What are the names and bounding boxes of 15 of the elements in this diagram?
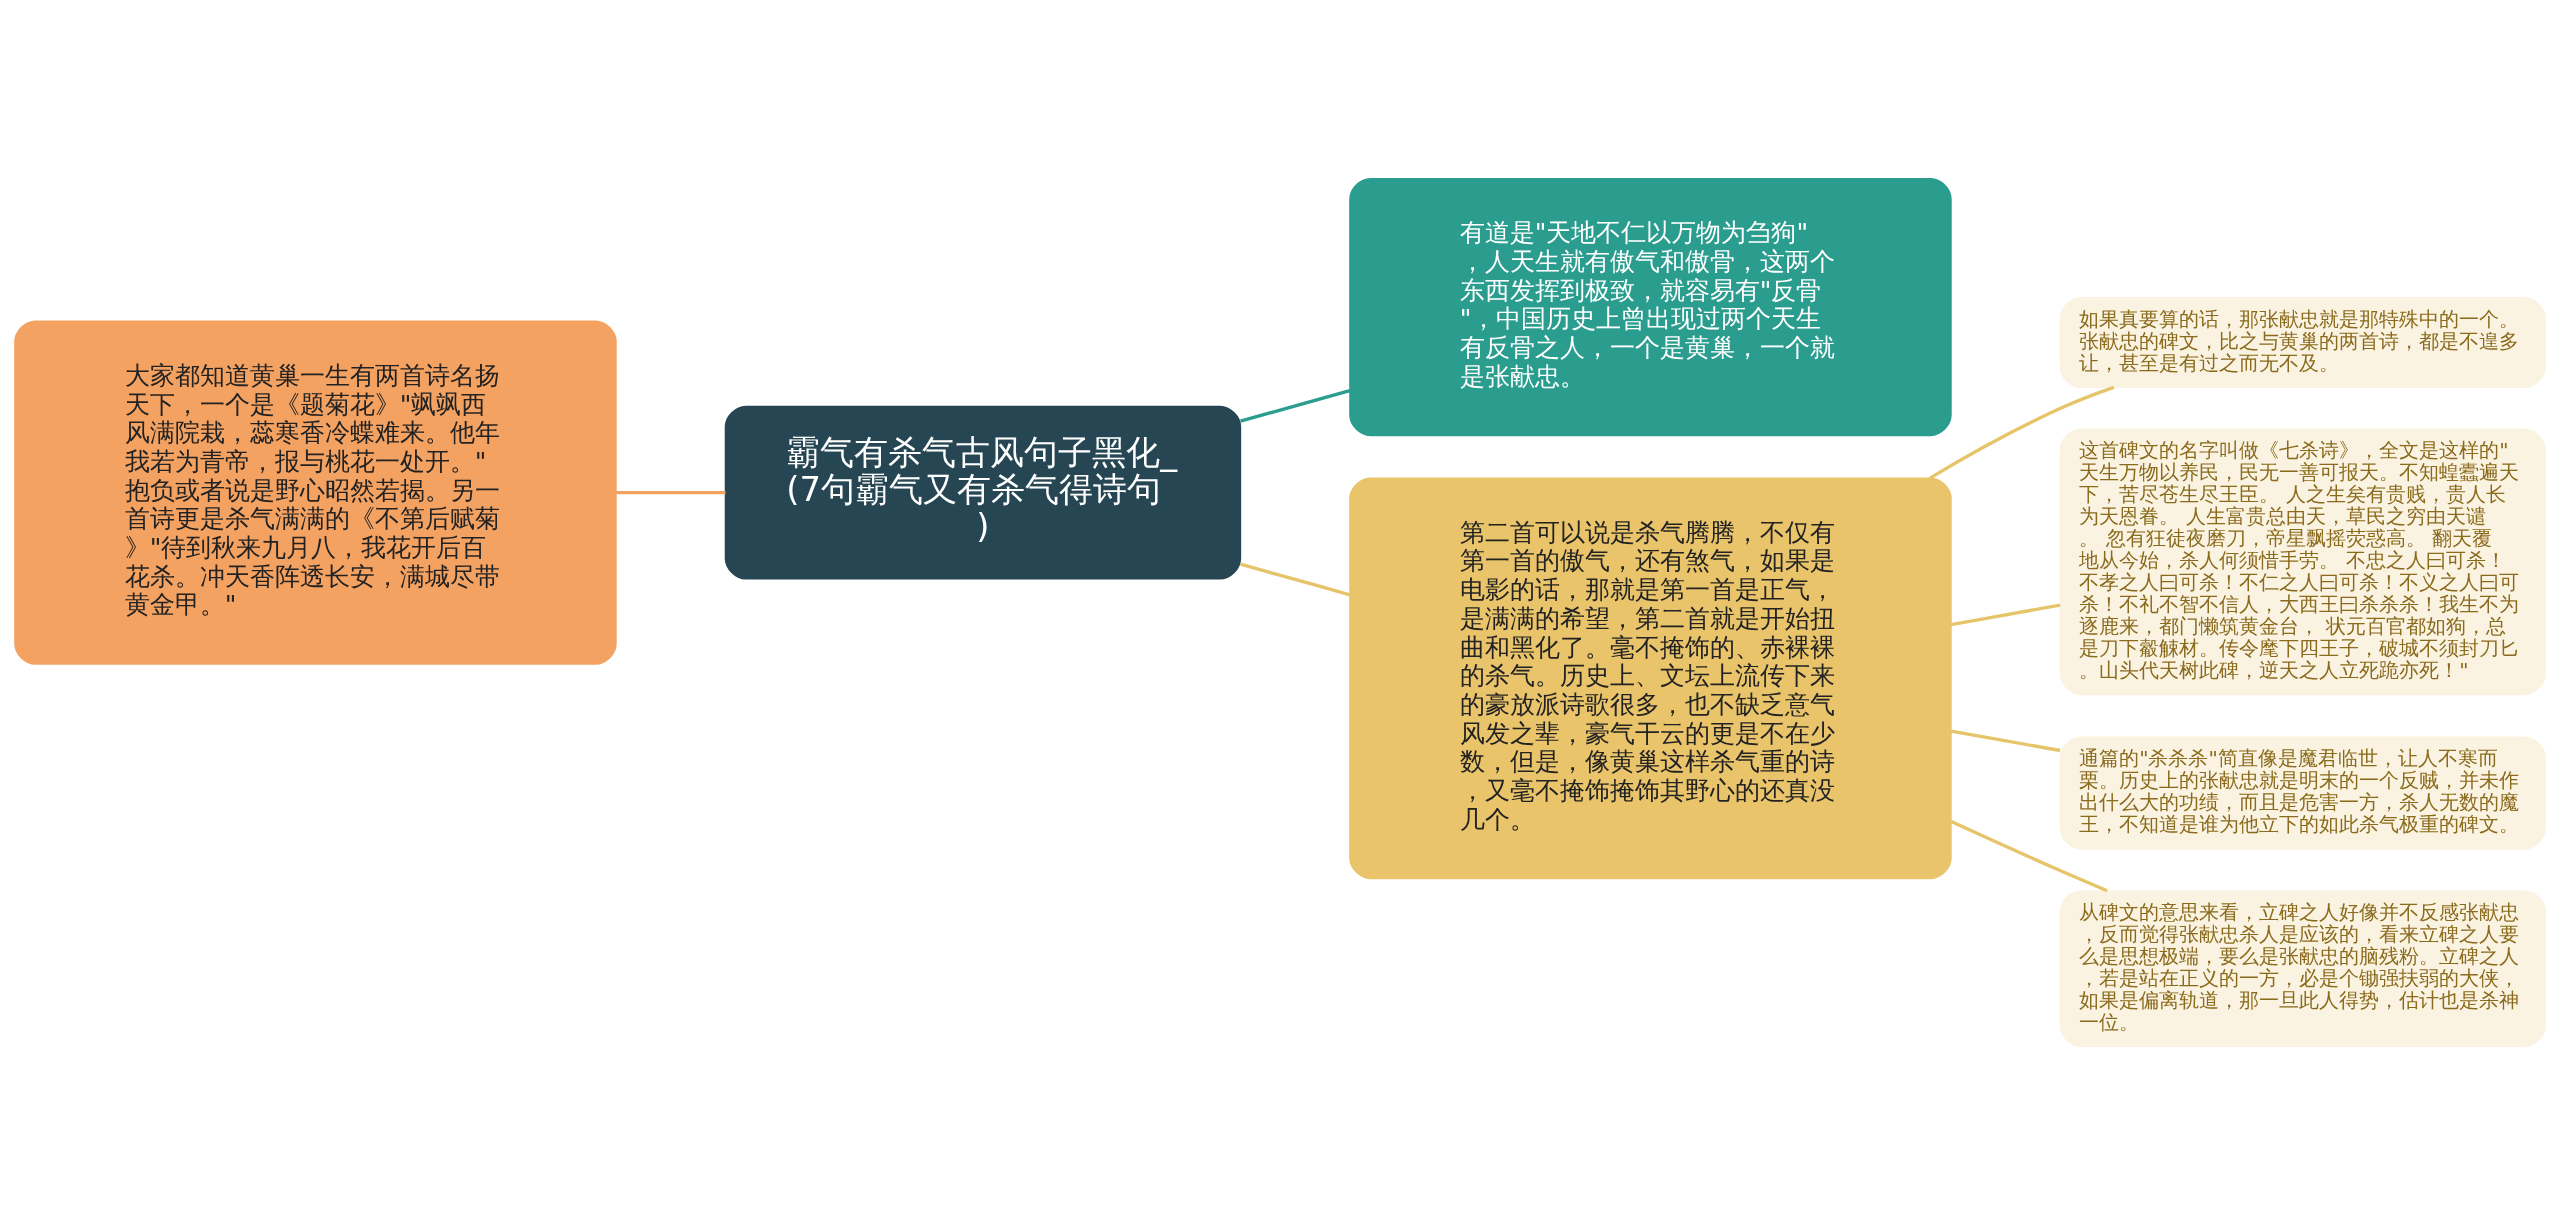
node-box: 霸气有杀气古风句子黑化_(7句霸气又有杀气得诗句) (724, 405, 1242, 580)
node-box: 从碑文的意思来看，立碑之人好像并不反感张献忠，反而觉得张献忠杀人是应该的，看来立碑之人要么是思想极端，要么是张献忠的脑残粉。立碑之人，若是站在正义的一方，必是个锄强扶弱的大侠，如果是偏离轨道，那一旦此人得势，估计也是杀神一位。 (2059, 890, 2546, 1048)
connector (616, 491, 726, 495)
node-box: 第二首可以说是杀气腾腾，不仅有第一首的傲气，还有煞气，如果是电影的话，那就是第一首是正气，是满满的希望，第二首就是开始扭曲和黑化了。毫不掩饰的、赤裸裸的杀气。历史上、文坛上流传下来的豪放派诗歌很多，也不缺乏意气风发之辈，豪气干云的更是不在少数，但是，像黄巢这样杀气重的诗，又毫不掩饰掩饰其野心的还真没几个。 (1349, 477, 1952, 880)
connector (1240, 388, 1351, 423)
node-box: 如果真要算的话，那张献忠就是那特殊中的一个。张献忠的碑文，比之与黄巢的两首诗，都是不遑多让，甚至是有过之而无不及。 (2059, 296, 2546, 389)
connector (1929, 385, 2115, 480)
connector (1240, 562, 1351, 597)
node-box: 通篇的"杀杀杀"简直像是魔君临世，让人不寒而栗。历史上的张献忠就是明末的一个反贼，并未作出什么大的功绩，而且是危害一方，杀人无数的魔王，不知道是谁为他立下的如此杀气极重的碑文。 (2059, 736, 2546, 850)
connector (1950, 819, 2108, 893)
connector (1950, 603, 2061, 627)
node-box: 有道是"天地不仁以万物为刍狗"，人天生就有傲气和傲骨，这两个东西发挥到极致，就容易有"反骨"，中国历史上曾出现过两个天生有反骨之人，一个是黄巢，一个就是张献忠。 (1349, 177, 1952, 437)
node-box: 大家都知道黄巢一生有两首诗名扬天下，一个是《题菊花》"飒飒西风满院栽，蕊寒香冷蝶难来。他年我若为青帝，报与桃花一处开。"抱负或者说是野心昭然若揭。另一首诗更是杀气满满的《不第后赋菊》"待到秋来九月八，我花开后百花杀。冲天香阵透长安，满城尽带黄金甲。" (14, 320, 617, 665)
node-box: 这首碑文的名字叫做《七杀诗》，全文是这样的"天生万物以养民，民无一善可报天。不知蝗蠹遍天下，苦尽苍生尽王臣。 人之生矣有贵贱，贵人长为天恩眷。 人生富贵总由天，草民之穷由天谴。 忽有狂徒夜磨刀，帝星飘摇荧惑高。 翻天覆地从今始，杀人何须惜手劳。 不忠之人曰可杀！不孝之人曰可杀！不仁之人曰可杀！不义之人曰可杀！不礼不智不信人，大西王曰杀杀杀！我生不为逐鹿来，都门懒筑黄金台， 状元百官都如狗，总是刀下觳觫材。传令麾下四王子，破城不须封刀匕。山头代天树此碑，逆天之人立死跪亦死！" (2059, 428, 2546, 696)
connector (1950, 729, 2061, 753)
